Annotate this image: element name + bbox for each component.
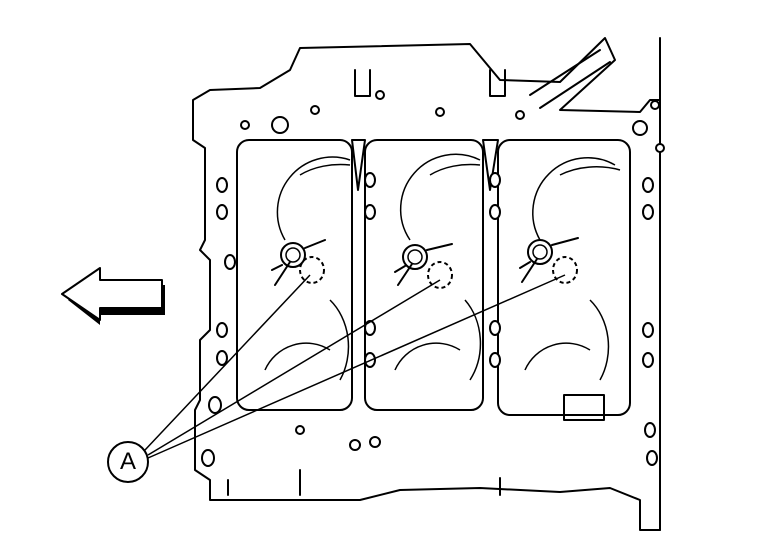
callout-circle [107, 441, 149, 483]
front-arrow-icon [61, 267, 165, 325]
callout-leader-lines [107, 274, 566, 483]
oil-jet-1 [271, 239, 326, 286]
bolt-holes [201, 90, 665, 467]
oil-jet-2 [394, 243, 453, 289]
oil-jets [271, 237, 579, 289]
oil-jet-3 [519, 237, 579, 284]
cylinder-bores [264, 153, 621, 381]
callout-label-a: A [119, 448, 136, 475]
cylinder-block-outline [192, 37, 661, 531]
cylinder-webs [236, 139, 631, 421]
